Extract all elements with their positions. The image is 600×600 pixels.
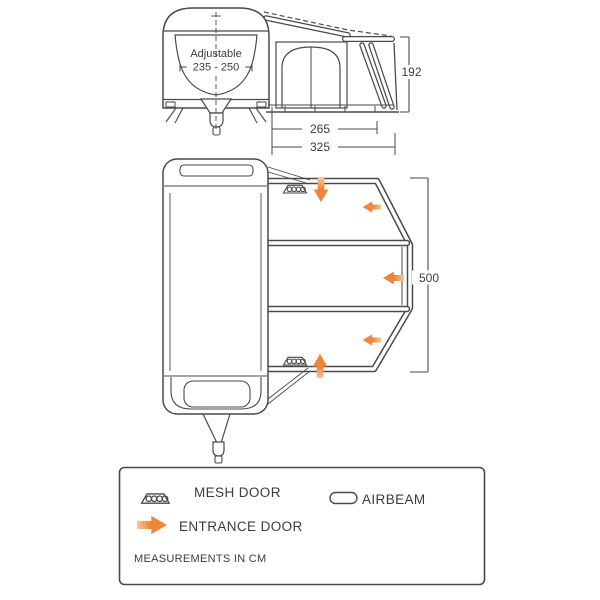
dimension-depths: 265 325 bbox=[271, 107, 396, 155]
dimension-width-500: 500 bbox=[410, 177, 445, 373]
depth-inner-value: 265 bbox=[310, 122, 330, 136]
entrance-arrow-upper-right bbox=[362, 201, 381, 213]
corner-steady-right bbox=[248, 107, 267, 124]
width-value: 500 bbox=[419, 271, 439, 285]
awning-roof-dashed-line bbox=[263, 11, 392, 37]
jockey-wheel-front bbox=[209, 112, 224, 128]
adjustable-label: Adjustable bbox=[190, 48, 241, 60]
corner-steady-left bbox=[165, 107, 184, 124]
caravan-rear-window bbox=[183, 380, 251, 408]
entrance-arrow-right bbox=[382, 271, 404, 285]
legend-mesh-door-label: MESH DOOR bbox=[194, 485, 281, 500]
caravan-rear-inner-outline bbox=[170, 377, 262, 410]
depth-total-value: 325 bbox=[310, 140, 330, 154]
connection-lines-top bbox=[267, 166, 311, 184]
dimension-adjustable: Adjustable 235 - 250 bbox=[179, 48, 253, 74]
entrance-arrow-lower-right bbox=[362, 334, 381, 346]
adjustable-range-label: 235 - 250 bbox=[193, 62, 239, 74]
dimension-height-192: 192 bbox=[398, 36, 425, 113]
awning-right-edge bbox=[393, 42, 398, 111]
connection-lines-bottom bbox=[267, 367, 311, 405]
entrance-arrow-bottom bbox=[312, 353, 328, 378]
awning-side-profile bbox=[263, 11, 399, 113]
legend-entrance-door-label: ENTRANCE DOOR bbox=[179, 519, 303, 534]
awning-plan-beams bbox=[264, 177, 414, 373]
caravan-front-view: Adjustable 235 - 250 bbox=[162, 7, 270, 136]
caravan-plan-front-window bbox=[179, 164, 254, 177]
legend-airbeam-label: AIRBEAM bbox=[362, 492, 426, 507]
plan-view: 500 bbox=[162, 158, 445, 464]
height-value: 192 bbox=[401, 65, 421, 79]
side-view: Adjustable 235 - 250 192 265 325 bbox=[162, 7, 425, 155]
caravan-plan-view bbox=[162, 158, 269, 464]
caravan-plan-body bbox=[162, 158, 269, 415]
caravan-front-body bbox=[162, 7, 270, 109]
legend-box: MESH DOOR AIRBEAM ENTRANCE DOOR MEASUREM… bbox=[118, 466, 486, 586]
legend-measurements-note: MEASUREMENTS IN CM bbox=[134, 553, 267, 565]
legend-border bbox=[118, 466, 486, 586]
airbeam-legend-icon bbox=[329, 491, 358, 505]
jockey-wheel-plan bbox=[212, 441, 225, 457]
hitch-plan bbox=[202, 413, 231, 444]
mesh-door-symbol-top bbox=[282, 184, 308, 194]
mesh-door-symbol-bottom bbox=[282, 356, 308, 366]
